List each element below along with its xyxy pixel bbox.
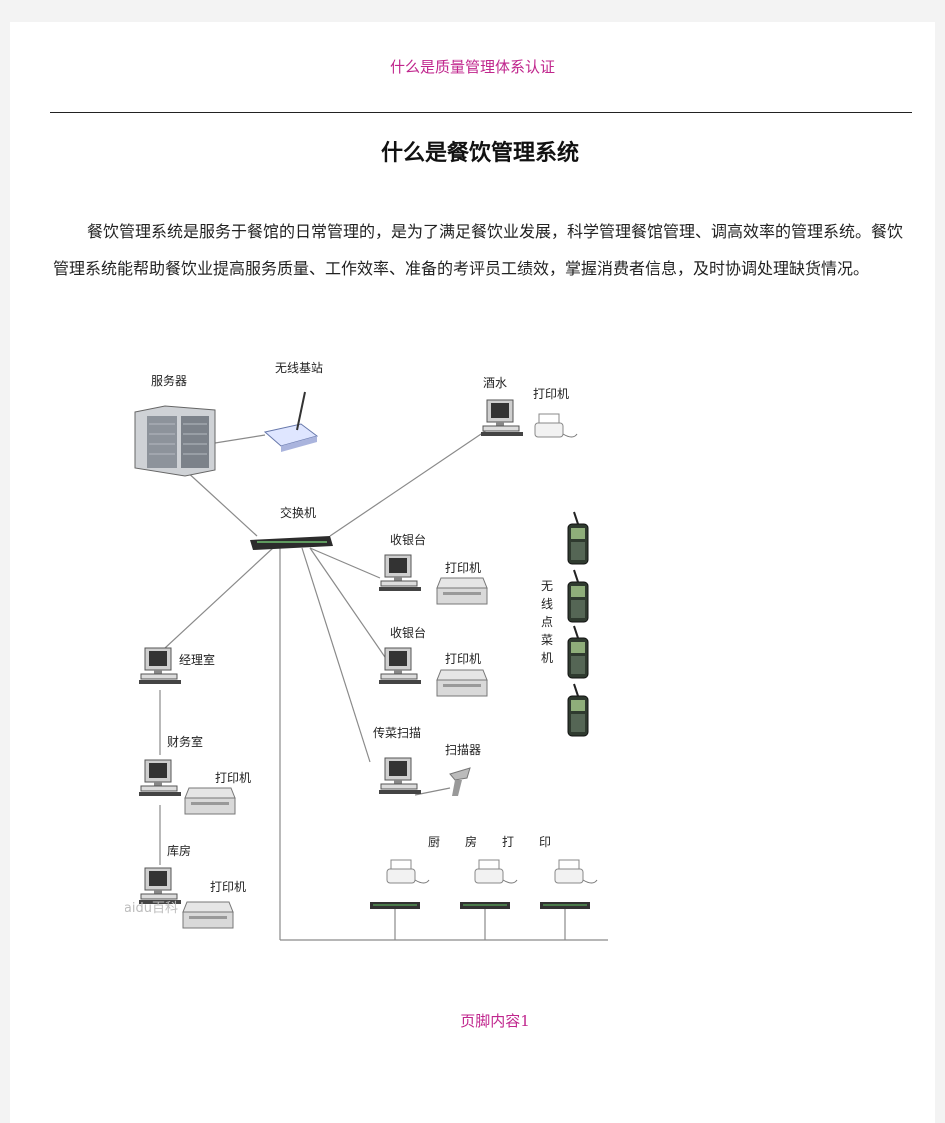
kitchen-char-4: 印 [539, 835, 551, 849]
body-paragraph: 餐饮管理系统是服务于餐馆的日常管理的，是为了满足餐饮业发展，科学管理餐馆管理、调… [53, 222, 904, 278]
kitchen-printer-1-icon [386, 859, 430, 884]
cashier-1-label: 收银台 [390, 532, 426, 547]
wireless-order-device-3-icon [567, 625, 589, 679]
document-title: 什么是餐饮管理系统 [380, 141, 579, 166]
wireless-order-device-4-icon [567, 683, 589, 737]
kitchen-char-2: 房 [465, 834, 477, 849]
server-icon [134, 405, 216, 477]
cashier-2-computer-icon [378, 647, 422, 685]
wireless-order-char-1: 无 [541, 579, 553, 593]
cashier-2-printer-label: 打印机 [445, 652, 481, 666]
wireless-station-icon [263, 391, 319, 452]
wireless-order-device-2-icon [567, 569, 589, 623]
wireless-order-char-4: 菜 [541, 633, 553, 647]
network-diagram: 服务器 无线基站 酒水 打印机 交换机 收银台 打印机 收银台 打印机 传菜扫描… [125, 350, 615, 950]
switch-icon [250, 536, 333, 550]
cashier-1-printer-label: 打印机 [445, 561, 481, 575]
warehouse-label: 库房 [167, 843, 191, 858]
kitchen-printer-2-icon [474, 859, 518, 884]
finance-printer-icon [184, 787, 236, 815]
finance-label: 财务室 [167, 734, 203, 749]
scanner-icon [449, 767, 471, 796]
server-label: 服务器 [151, 373, 187, 388]
kitchen-hub-2-icon [460, 902, 510, 909]
kitchen-hub-1-icon [370, 902, 420, 909]
baidu-watermark: Baidu百科 [125, 901, 178, 916]
warehouse-computer-icon [138, 867, 182, 905]
cashier-1-computer-icon [378, 554, 422, 592]
wireless-order-char-2: 线 [541, 597, 553, 611]
dispatch-scan-label: 传菜扫描 [373, 725, 421, 740]
warehouse-printer-label: 打印机 [210, 880, 246, 894]
kitchen-printer-3-icon [554, 859, 598, 884]
bar-printer-label: 打印机 [533, 387, 569, 401]
wireless-order-device-1-icon [567, 511, 589, 565]
cashier-1-printer-icon [436, 577, 488, 605]
header-divider [50, 112, 912, 113]
finance-computer-icon [138, 759, 182, 797]
warehouse-printer-icon [182, 901, 234, 929]
finance-printer-label: 打印机 [215, 771, 251, 785]
kitchen-hub-3-icon [540, 902, 590, 909]
bar-computer-icon [480, 399, 524, 437]
switch-label: 交换机 [280, 505, 316, 520]
cashier-2-printer-icon [436, 669, 488, 697]
bar-label: 酒水 [483, 376, 507, 390]
manager-computer-icon [138, 647, 182, 685]
connection-lines [159, 429, 608, 941]
wireless-order-char-5: 机 [541, 651, 553, 665]
manager-label: 经理室 [179, 652, 215, 667]
page-header: 什么是质量管理体系认证 [389, 58, 555, 76]
kitchen-char-3: 打 [502, 835, 514, 849]
page-footer: 页脚内容1 [460, 1012, 530, 1030]
cashier-2-label: 收银台 [390, 625, 426, 640]
bar-printer-icon [534, 413, 578, 438]
wireless-station-label: 无线基站 [275, 361, 323, 375]
kitchen-char-1: 厨 [428, 835, 440, 849]
dispatch-computer-icon [378, 757, 422, 795]
scanner-label: 扫描器 [445, 743, 481, 757]
wireless-order-char-3: 点 [541, 615, 553, 629]
